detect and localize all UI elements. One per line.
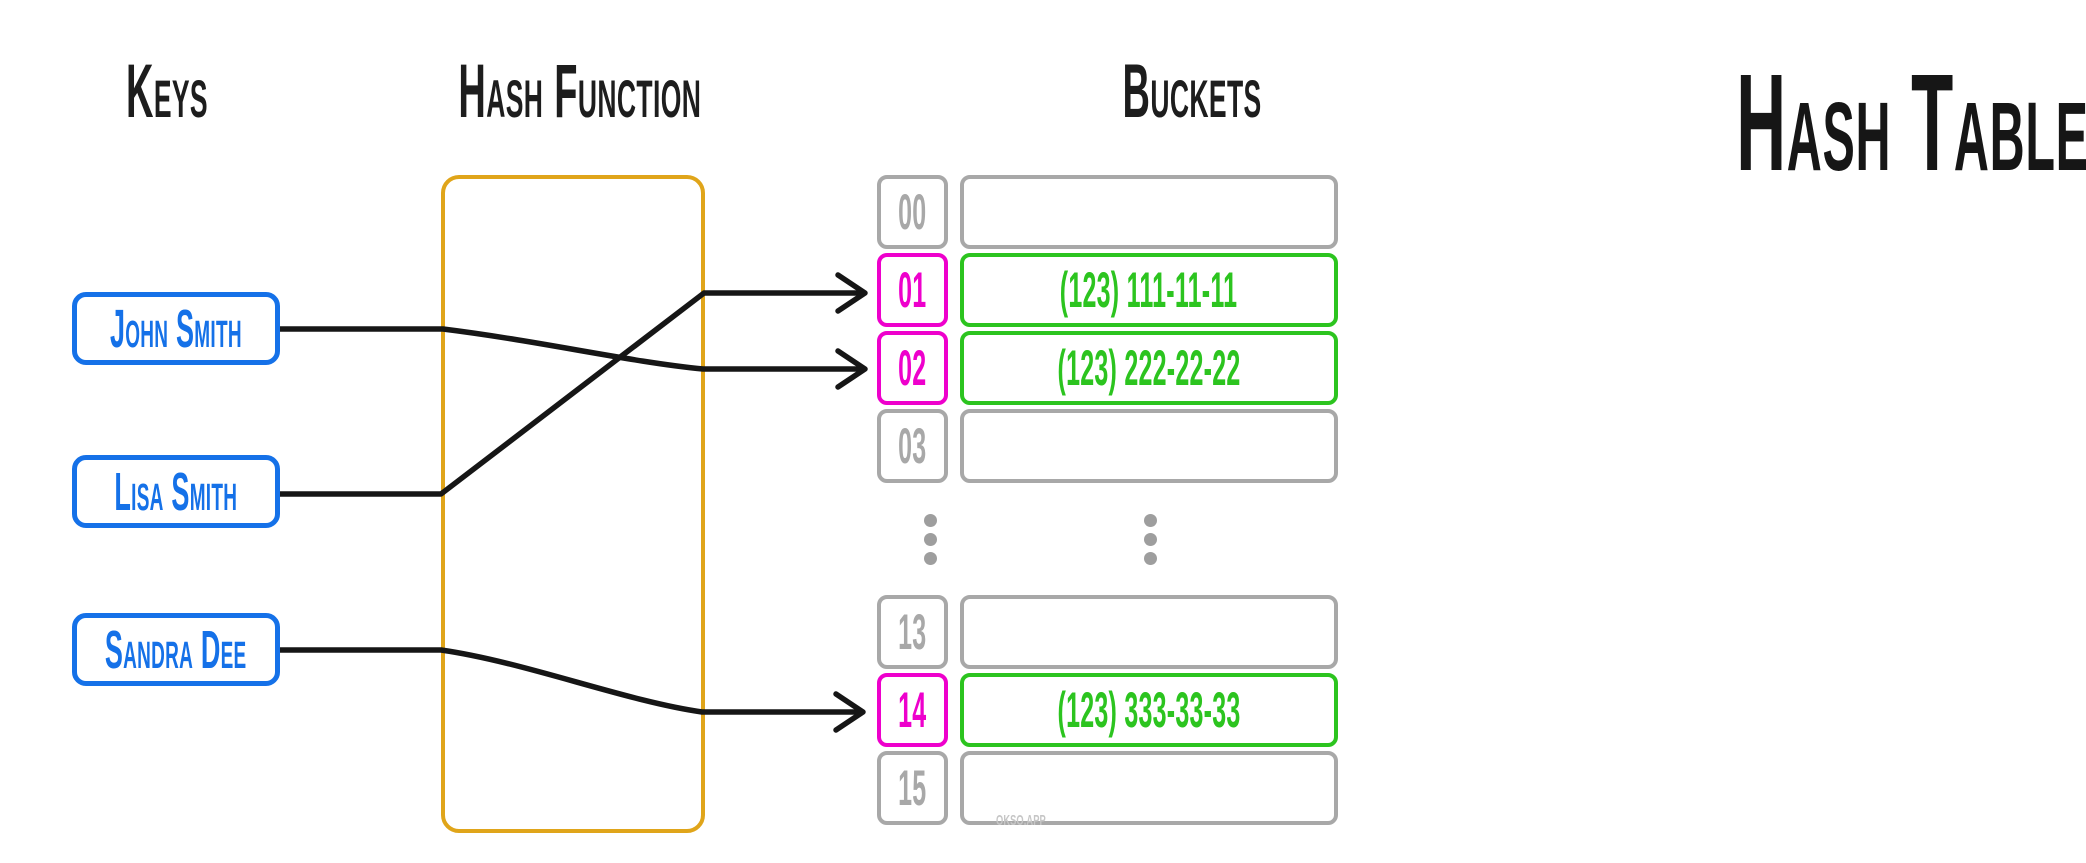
arrowhead-bucket-02 [835,348,868,390]
page-title: Hash Table [1736,46,2086,200]
key-label: Sandra Dee [105,619,247,680]
connector-lisa-smith [280,290,861,497]
buckets-header: Buckets [1122,49,1262,134]
arrowhead-bucket-01 [835,272,868,314]
vertical-ellipsis-icon [1144,514,1157,571]
key-box-sandra-dee: Sandra Dee [72,613,280,686]
bucket-value-00 [960,175,1338,249]
bucket-value-03 [960,409,1338,483]
bucket-index-13: 13 [877,595,948,669]
bucket-index-14: 14 [877,673,948,747]
bucket-index-15: 15 [877,751,948,825]
key-box-lisa-smith: Lisa Smith [72,455,280,528]
hash-function-header: Hash Function [458,49,702,134]
bucket-index-00: 00 [877,175,948,249]
keys-header: Keys [125,49,208,134]
bucket-index-03: 03 [877,409,948,483]
key-label: Lisa Smith [114,461,238,522]
bucket-index-02: 02 [877,331,948,405]
connector-sandra-dee [280,647,859,715]
bucket-value-13 [960,595,1338,669]
bucket-value-14: (123) 333-33-33 [960,673,1338,747]
bucket-value-01: (123) 111-11-11 [960,253,1338,327]
bucket-value-02: (123) 222-22-22 [960,331,1338,405]
hash-function-box [441,175,705,833]
watermark: OKSO.APP [996,812,1046,829]
vertical-ellipsis-icon [924,514,937,571]
bucket-value-15 [960,751,1338,825]
key-label: John Smith [110,298,242,359]
key-box-john-smith: John Smith [72,292,280,365]
connector-john-smith [280,326,861,372]
arrowhead-bucket-14 [833,691,866,733]
bucket-index-01: 01 [877,253,948,327]
